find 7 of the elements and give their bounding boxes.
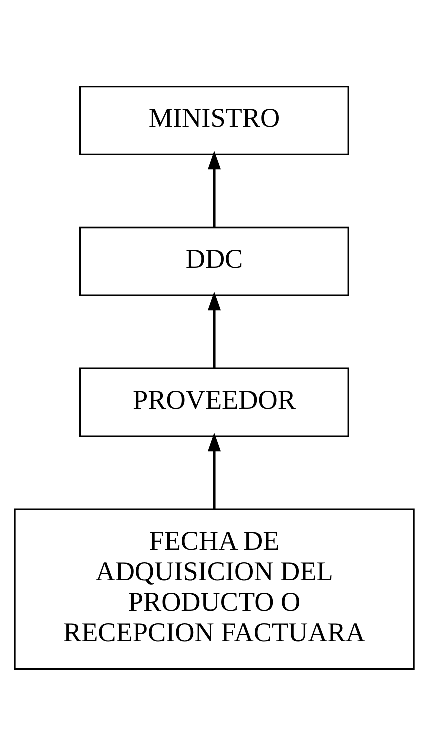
node-box: DDC <box>80 226 350 296</box>
arrow <box>208 291 222 368</box>
node-box: MINISTRO <box>80 85 350 156</box>
node-box: FECHA DE ADQUISICION DEL PRODUCTO O RECEPCION FACTUARA <box>14 508 415 670</box>
node-box: PROVEEDOR <box>80 367 350 437</box>
arrow <box>208 432 222 509</box>
arrow <box>208 150 222 227</box>
